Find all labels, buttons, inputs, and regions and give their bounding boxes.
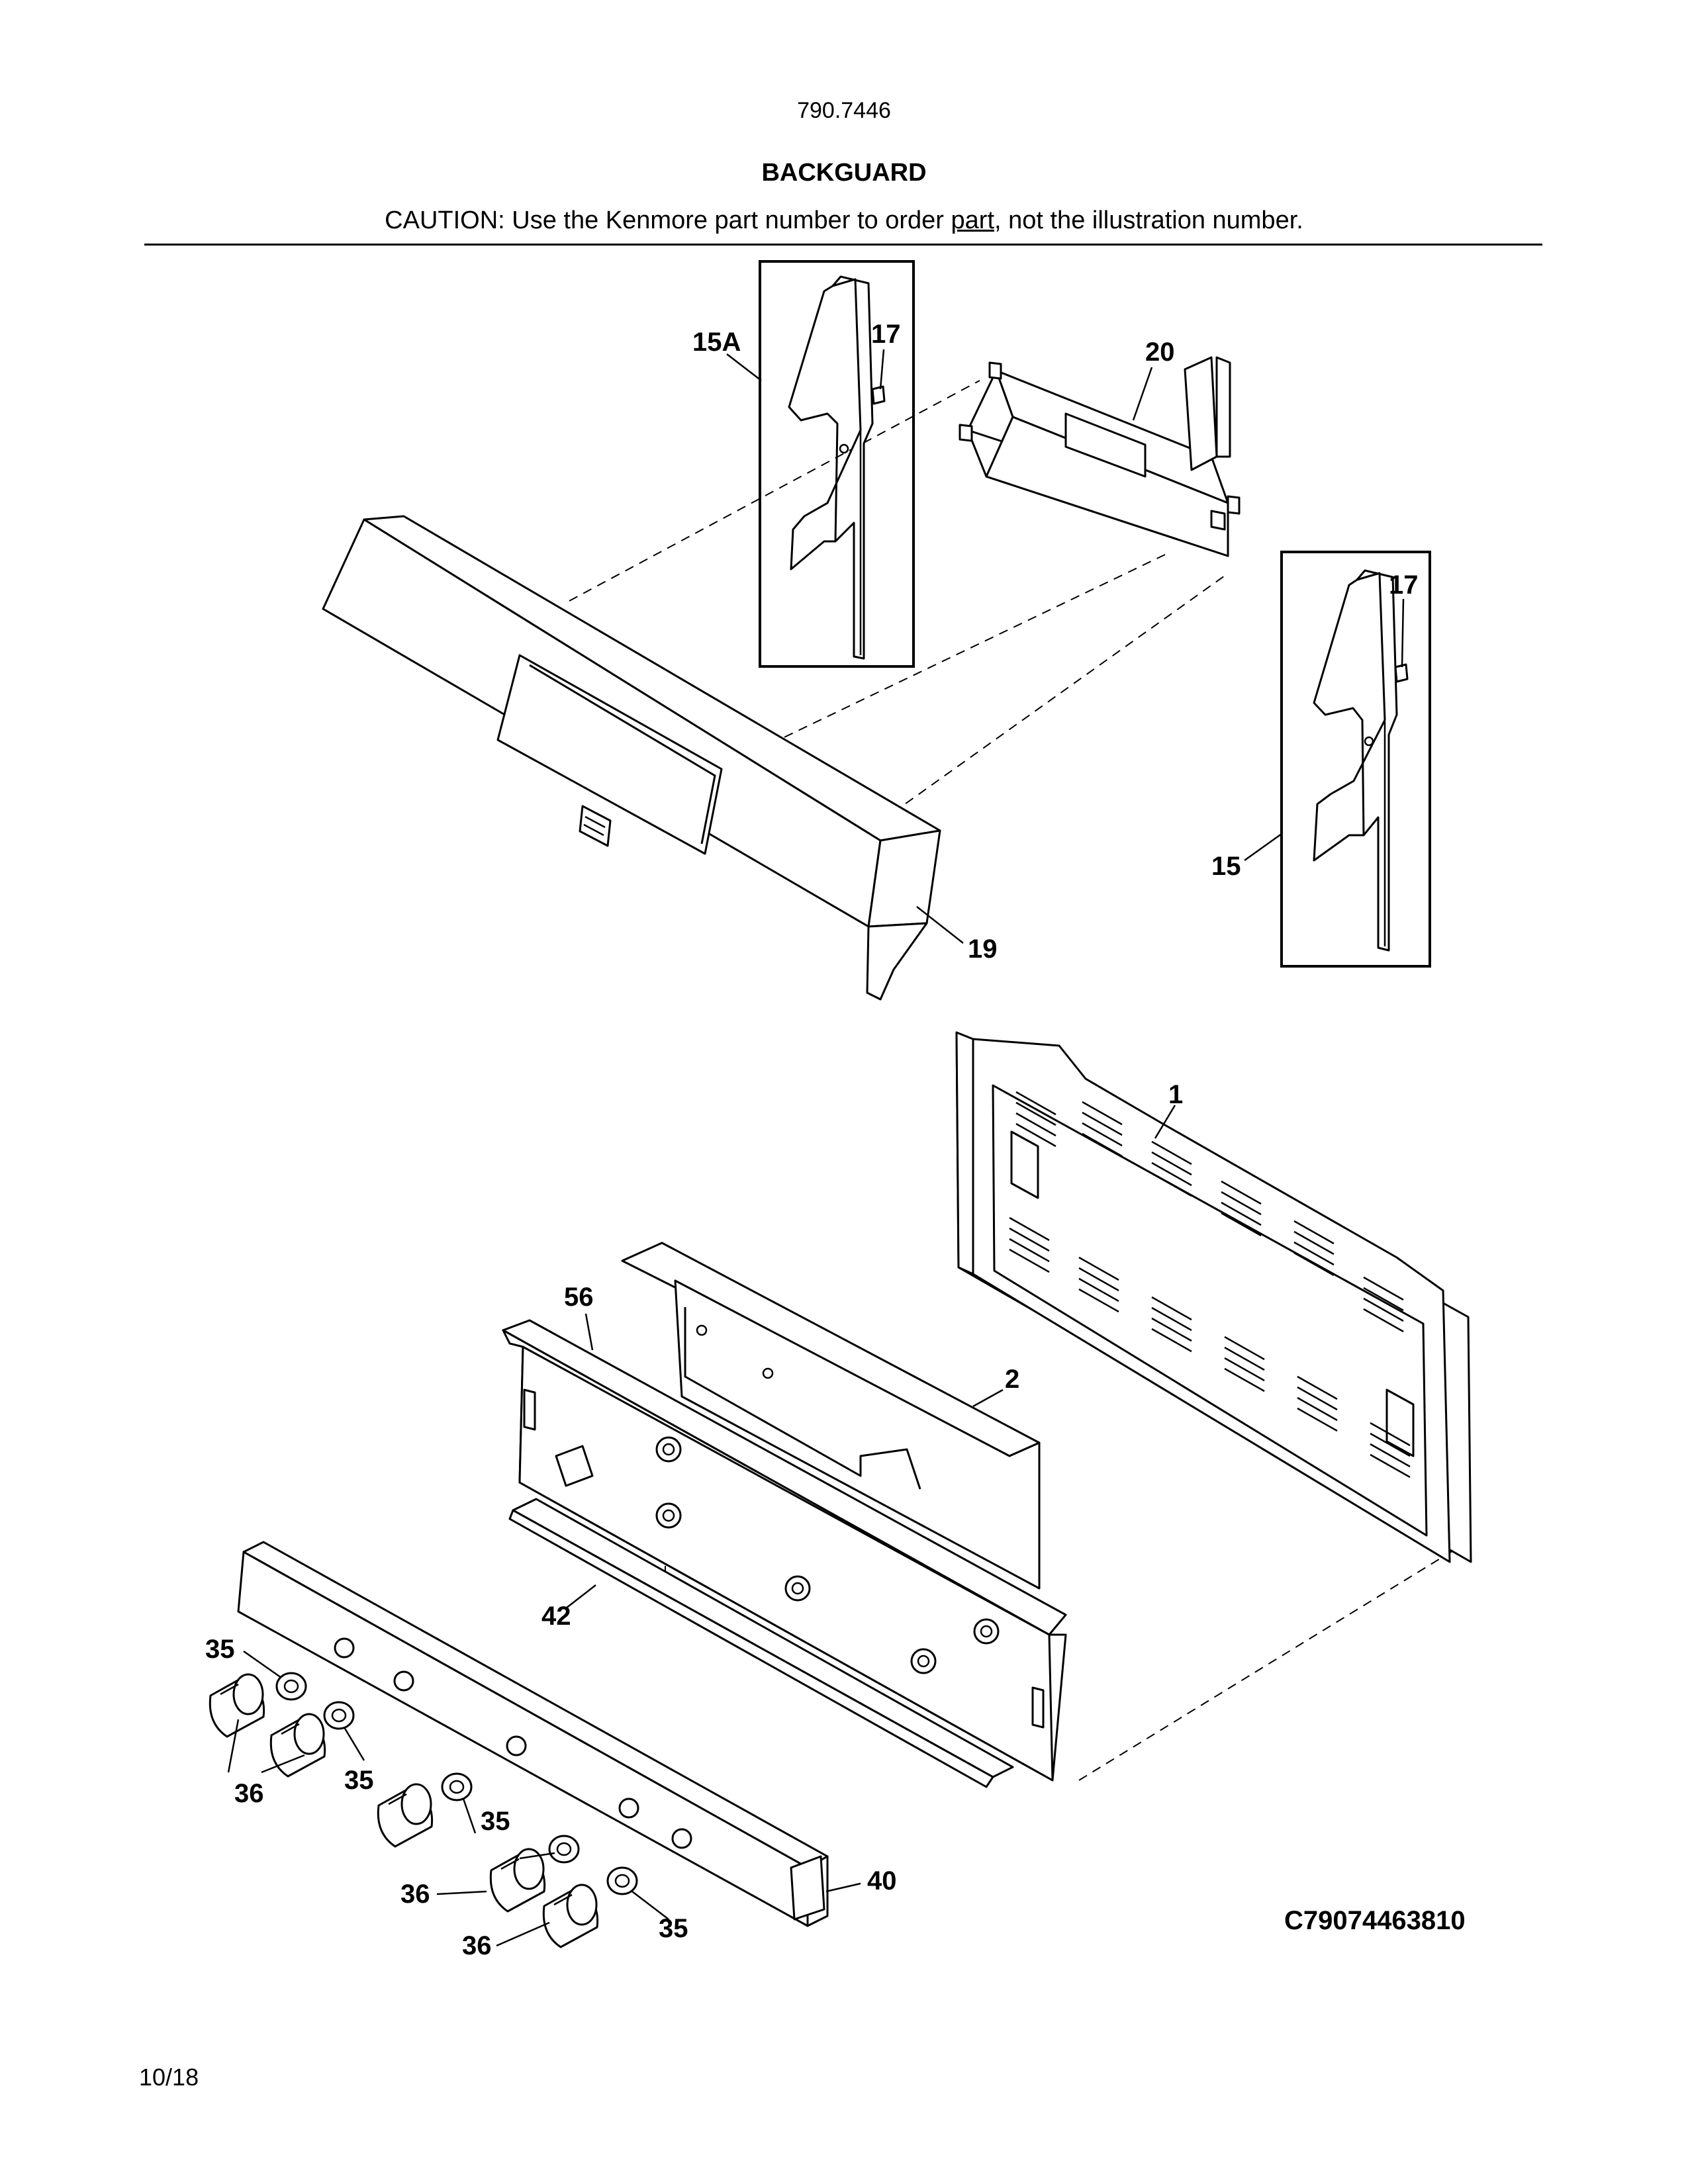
control-board-20 (959, 356, 1241, 557)
manifold-panel-40 (237, 1541, 829, 1927)
knob-36-2 (269, 1713, 326, 1778)
shield-2 (621, 1242, 1041, 1590)
side-bracket-15A (788, 275, 886, 660)
callout-36-b: 36 (400, 1880, 430, 1909)
callout-42: 42 (541, 1602, 571, 1631)
leader-lines (227, 349, 1405, 1947)
knob-springs-35 (275, 1672, 638, 1895)
callout-56: 56 (564, 1283, 594, 1312)
spring-35-1 (275, 1672, 307, 1701)
callout-19: 19 (968, 934, 998, 964)
header-rule (144, 244, 1542, 246)
callout-35-c: 35 (481, 1807, 510, 1836)
detail-box-15A (759, 260, 915, 668)
knob-36-1 (209, 1673, 265, 1738)
side-bracket-15 (1313, 569, 1409, 952)
model-number: 790.7446 (797, 98, 891, 123)
spring-35-4 (548, 1835, 580, 1864)
callout-35-d: 35 (659, 1914, 688, 1943)
callout-35-b: 35 (344, 1766, 374, 1795)
knob-36-5 (542, 1884, 599, 1948)
spring-35-5 (606, 1866, 638, 1895)
callout-1: 1 (1168, 1080, 1184, 1109)
caution-text-start: CAUTION: Use the Kenmore part number to … (385, 206, 951, 234)
caution-note: CAUTION: Use the Kenmore part number to … (0, 206, 1688, 235)
knob-36-4 (489, 1848, 546, 1913)
spring-35-2 (323, 1701, 355, 1730)
trim-42 (508, 1498, 1014, 1788)
diagram-code: C79074463810 (1284, 1906, 1466, 1935)
spring-35-3 (441, 1772, 473, 1801)
caution-text-underlined: part (951, 206, 994, 234)
callout-17-upper: 17 (871, 320, 901, 349)
callout-15A: 15A (692, 328, 741, 357)
footer-date: 10/18 (139, 2064, 199, 2091)
back-panel-1 (955, 1031, 1472, 1563)
caution-text-end: , not the illustration number. (994, 206, 1303, 234)
callout-15: 15 (1211, 852, 1241, 881)
knobs-36 (209, 1673, 599, 1948)
callout-35-a: 35 (205, 1635, 235, 1664)
callout-36-c: 36 (462, 1931, 492, 1960)
backguard-panel-19 (322, 515, 941, 1001)
control-bracket-56 (502, 1319, 1067, 1782)
knob-36-3 (377, 1783, 434, 1848)
page-title: BACKGUARD (761, 159, 927, 187)
callout-20: 20 (1145, 338, 1175, 367)
callout-2: 2 (1005, 1365, 1020, 1394)
callout-36-a: 36 (234, 1779, 264, 1808)
callout-40: 40 (867, 1866, 897, 1895)
callout-17-right: 17 (1389, 570, 1419, 600)
detail-box-15 (1280, 551, 1431, 968)
vent-slots (1009, 1091, 1411, 1479)
